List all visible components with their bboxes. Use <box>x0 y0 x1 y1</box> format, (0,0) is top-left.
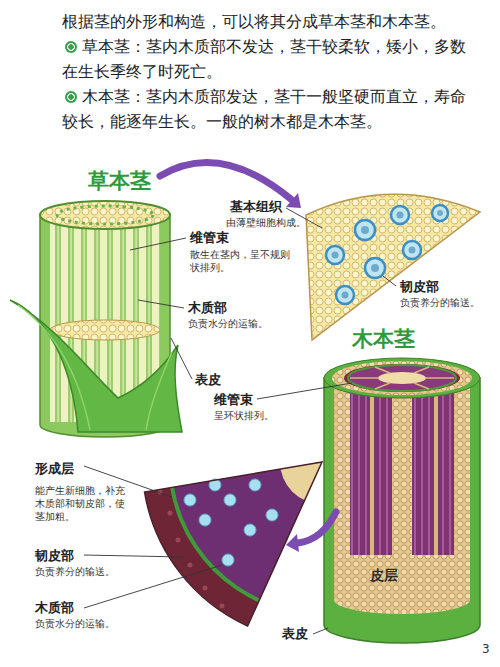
cortex <box>334 378 470 614</box>
part-description: 散生在茎内，呈不规则状排列。 <box>190 248 290 274</box>
part-label: 维管束 <box>214 392 253 408</box>
xylem-bands <box>350 385 454 555</box>
stem-type-heading: 草本茎 <box>88 168 151 194</box>
bullet-text: 草本茎：茎内木质部不发达，茎干较柔软，矮小，多数在生长季终了时死亡。 <box>62 34 472 84</box>
woody-stem <box>324 358 480 643</box>
part-label: 维管束 <box>190 230 229 246</box>
section-wedge <box>306 194 480 340</box>
herbaceous-stem <box>10 201 182 437</box>
xylem-dots <box>332 210 444 299</box>
ray <box>370 385 374 555</box>
part-description: 负责养分的输送。 <box>35 565 115 578</box>
top-cortex <box>332 361 472 395</box>
part-label: 表皮 <box>195 372 221 388</box>
page-number: 3 <box>482 642 490 656</box>
woody-section <box>142 282 500 642</box>
top-phloem <box>344 364 460 392</box>
leaf-vein <box>146 352 172 430</box>
leaf-vein <box>18 305 90 430</box>
herbaceous-section <box>306 194 480 340</box>
epidermis <box>324 378 480 643</box>
top-xylem <box>348 365 456 391</box>
ray <box>434 385 438 555</box>
top-rays <box>350 367 454 389</box>
part-label: 木质部 <box>35 600 74 616</box>
bullet-text: 木本茎：茎内木质部发达，茎干一般坚硬而直立，寿命较长，能逐年生长。一般的树木都是… <box>62 84 472 134</box>
section-outline <box>145 462 323 626</box>
part-label: 皮层 <box>370 566 398 584</box>
top-pith <box>378 372 426 384</box>
stem-top <box>40 201 170 229</box>
intro-text: 根据茎的外形和构造，可以将其分成草本茎和木本茎。 <box>62 9 472 34</box>
part-label: 表皮 <box>282 626 308 642</box>
stem-section <box>50 320 160 340</box>
bundle-ring <box>57 206 153 224</box>
top-epidermis <box>324 358 480 398</box>
part-label: 基本组织 <box>230 199 282 215</box>
vessels <box>184 479 278 566</box>
part-description: 能产生新细胞，补充木质部和韧皮部，使茎加粗。 <box>35 484 127 523</box>
part-description: 呈环状排列。 <box>214 409 274 422</box>
vascular-bundles <box>326 205 448 304</box>
part-description: 负责养分的输送。 <box>400 296 480 309</box>
part-label: 形成层 <box>35 461 74 477</box>
part-description: 由薄壁细胞构成。 <box>226 216 306 229</box>
pith <box>392 385 412 555</box>
part-description: 负责水分的运输。 <box>35 617 115 630</box>
stem-type-heading: 木本茎 <box>352 326 415 352</box>
part-label: 韧皮部 <box>35 548 74 564</box>
part-label: 木质部 <box>188 300 227 316</box>
leader-lines <box>84 208 396 634</box>
part-description: 负责水分的运输。 <box>188 317 268 330</box>
leaf-sheath <box>10 300 182 432</box>
part-label: 韧皮部 <box>400 279 439 295</box>
